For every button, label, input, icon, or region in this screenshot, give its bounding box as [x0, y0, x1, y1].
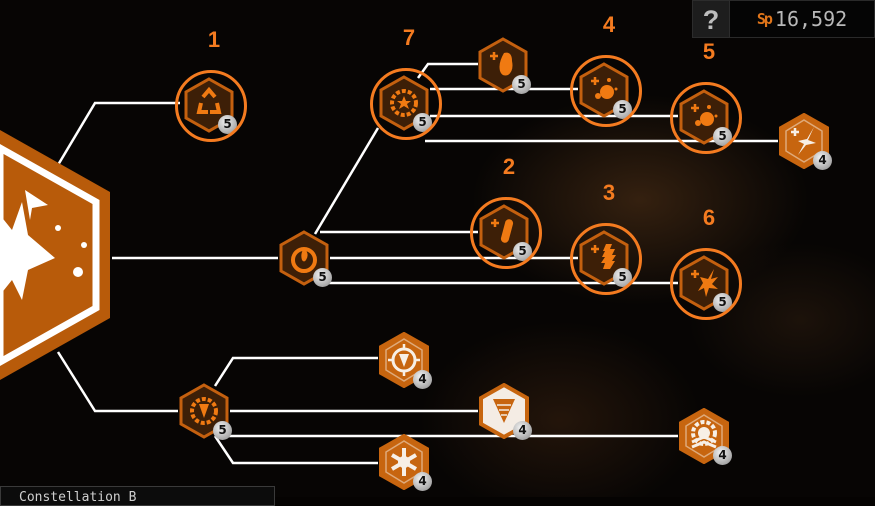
root-constellation-node[interactable] — [0, 130, 115, 384]
annotation-label: 3 — [602, 180, 616, 205]
skill-node-fire-gear[interactable]: 5 — [278, 230, 332, 287]
connection-line — [56, 101, 180, 166]
rank-badge: 4 — [813, 151, 832, 170]
skill-node-plus-rocks[interactable]: 5 — [578, 230, 632, 287]
rank-badge: 5 — [613, 268, 632, 287]
connection-line — [213, 356, 378, 387]
constellation-name: Constellation B — [19, 490, 137, 505]
rank-badge: 5 — [218, 115, 237, 134]
skill-points-display: Sp 16,592 — [730, 0, 875, 38]
rank-badge: 4 — [413, 472, 432, 491]
gear-dome-icon — [679, 408, 729, 464]
annotation-label: 6 — [702, 205, 716, 230]
top-bar: ? Sp 16,592 — [692, 0, 875, 38]
skill-node-plus-orbs-a[interactable]: 5 — [578, 62, 632, 119]
supernova-icon — [0, 130, 110, 380]
rank-badge: 5 — [613, 100, 632, 119]
skill-node-gear-dome[interactable]: 4 — [678, 408, 732, 465]
rank-badge: 4 — [713, 446, 732, 465]
rank-badge: 4 — [413, 370, 432, 389]
skill-node-plus-splash[interactable]: 5 — [678, 255, 732, 312]
annotation-label: 2 — [502, 154, 516, 179]
skill-node-plus-burst-light[interactable]: 4 — [778, 113, 832, 170]
rank-badge: 5 — [713, 293, 732, 312]
rank-badge: 5 — [512, 75, 531, 94]
connection-line — [213, 435, 378, 465]
skill-node-drill-crack[interactable]: 4 — [478, 383, 532, 440]
skill-node-recycle[interactable]: 5 — [183, 77, 237, 134]
skill-points-icon: Sp — [756, 10, 773, 28]
connection-line — [313, 127, 380, 235]
skill-node-drill-gear[interactable]: 5 — [178, 383, 232, 440]
annotation-label: 5 — [702, 39, 716, 64]
help-button[interactable]: ? — [692, 0, 730, 38]
constellation-name-panel: Constellation B — [0, 486, 275, 506]
skill-node-snowflake[interactable]: 4 — [378, 434, 432, 491]
skill-points-value: 16,592 — [774, 7, 848, 31]
skill-node-plus-orbs-b[interactable]: 5 — [678, 89, 732, 146]
skill-node-star-gear[interactable]: 5 — [378, 75, 432, 132]
rank-badge: 5 — [713, 127, 732, 146]
rank-badge: 5 — [213, 421, 232, 440]
connection-line — [416, 62, 478, 79]
rank-badge: 5 — [413, 113, 432, 132]
rank-badge: 4 — [513, 421, 532, 440]
connection-line — [56, 351, 178, 413]
rank-badge: 5 — [513, 242, 532, 261]
annotation-label: 1 — [207, 27, 221, 52]
annotation-label: 7 — [402, 25, 416, 50]
skill-node-plus-capsule[interactable]: 5 — [478, 204, 532, 261]
rank-badge: 5 — [313, 268, 332, 287]
skill-node-drill-target[interactable]: 4 — [378, 332, 432, 389]
annotation-label: 4 — [602, 12, 616, 37]
snowflake-icon — [379, 434, 429, 490]
skill-node-plus-island-top[interactable]: 5 — [477, 37, 531, 94]
